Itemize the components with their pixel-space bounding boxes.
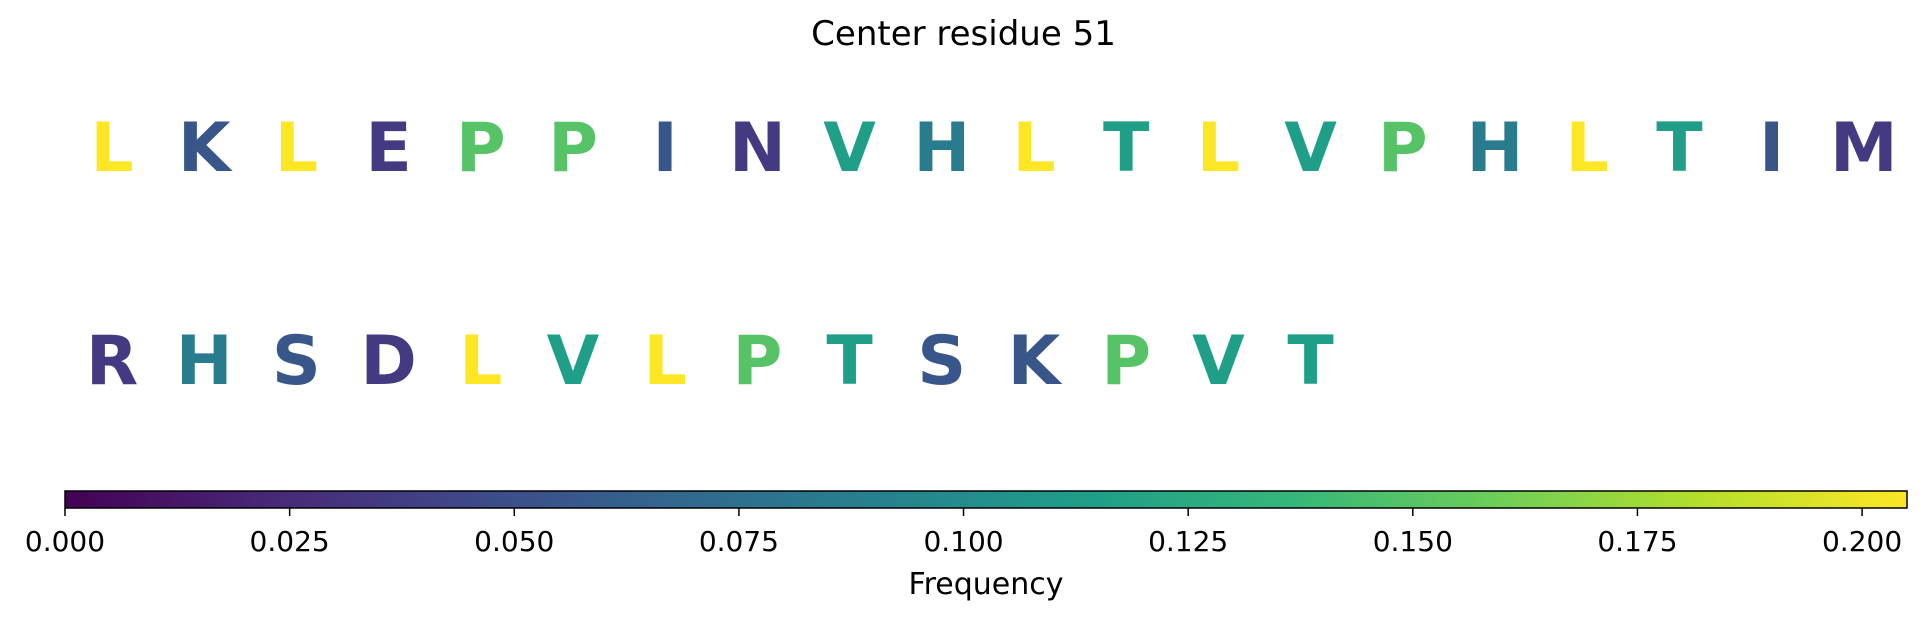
residue-letter: V (547, 322, 600, 401)
residue-letter: P (456, 109, 506, 188)
colorbar-ticks: 0.000 0.025 0.050 0.075 0.100 0.125 0.150 0.175… (25, 508, 1902, 558)
residue-letter: K (1008, 322, 1063, 401)
residue-letter: T (826, 322, 873, 401)
residue-letter: L (1566, 109, 1609, 188)
residue-letter: H (176, 322, 233, 401)
residue-letter: T (1287, 322, 1334, 401)
residue-letter: I (1759, 109, 1784, 188)
colorbar-tick-label: 0.125 (1148, 525, 1228, 558)
residue-letter: E (365, 109, 411, 188)
residue-letter: V (823, 109, 876, 188)
colorbar-tick-label: 0.025 (250, 525, 330, 558)
residue-letter: K (178, 109, 233, 188)
colorbar-label: Frequency (909, 567, 1064, 602)
colorbar-gradient (64, 490, 1908, 509)
chart-title: Center residue 51 (811, 14, 1116, 54)
colorbar-tick-label: 0.200 (1822, 525, 1902, 558)
residue-letter: H (1467, 109, 1524, 188)
colorbar-tick-label: 0.050 (474, 525, 554, 558)
residue-letter: D (360, 322, 416, 401)
residue-letter: L (1197, 109, 1240, 188)
residue-letter: M (1830, 109, 1898, 188)
colorbar-tick-label: 0.100 (923, 525, 1003, 558)
residue-letter: P (548, 109, 598, 188)
residue-letter: H (913, 109, 970, 188)
colorbar-tick-label: 0.075 (699, 525, 779, 558)
residue-letter: S (917, 322, 966, 401)
residue-letter: P (1378, 109, 1428, 188)
residue-letter: T (1656, 109, 1703, 188)
residue-letter: L (275, 109, 318, 188)
colorbar-tick-label: 0.175 (1597, 525, 1677, 558)
residue-letter: P (1101, 322, 1151, 401)
residue-letter: N (729, 109, 786, 188)
residue-letter: L (90, 109, 133, 188)
residue-letter: L (644, 322, 687, 401)
residue-letter: L (1012, 109, 1055, 188)
colorbar-tick-label: 0.150 (1373, 525, 1453, 558)
residue-letter: V (1192, 322, 1245, 401)
residue-letter: T (1103, 109, 1150, 188)
residue-letter: L (459, 322, 502, 401)
residue-letter: R (86, 322, 138, 401)
colorbar-tick-label: 0.000 (25, 525, 105, 558)
residue-letter: P (732, 322, 782, 401)
colorbar: 0.000 0.025 0.050 0.075 0.100 0.125 0.150 0.175… (25, 490, 1908, 602)
residue-letter: V (1284, 109, 1337, 188)
residue-letter: S (272, 322, 321, 401)
residue-letter: I (653, 109, 678, 188)
